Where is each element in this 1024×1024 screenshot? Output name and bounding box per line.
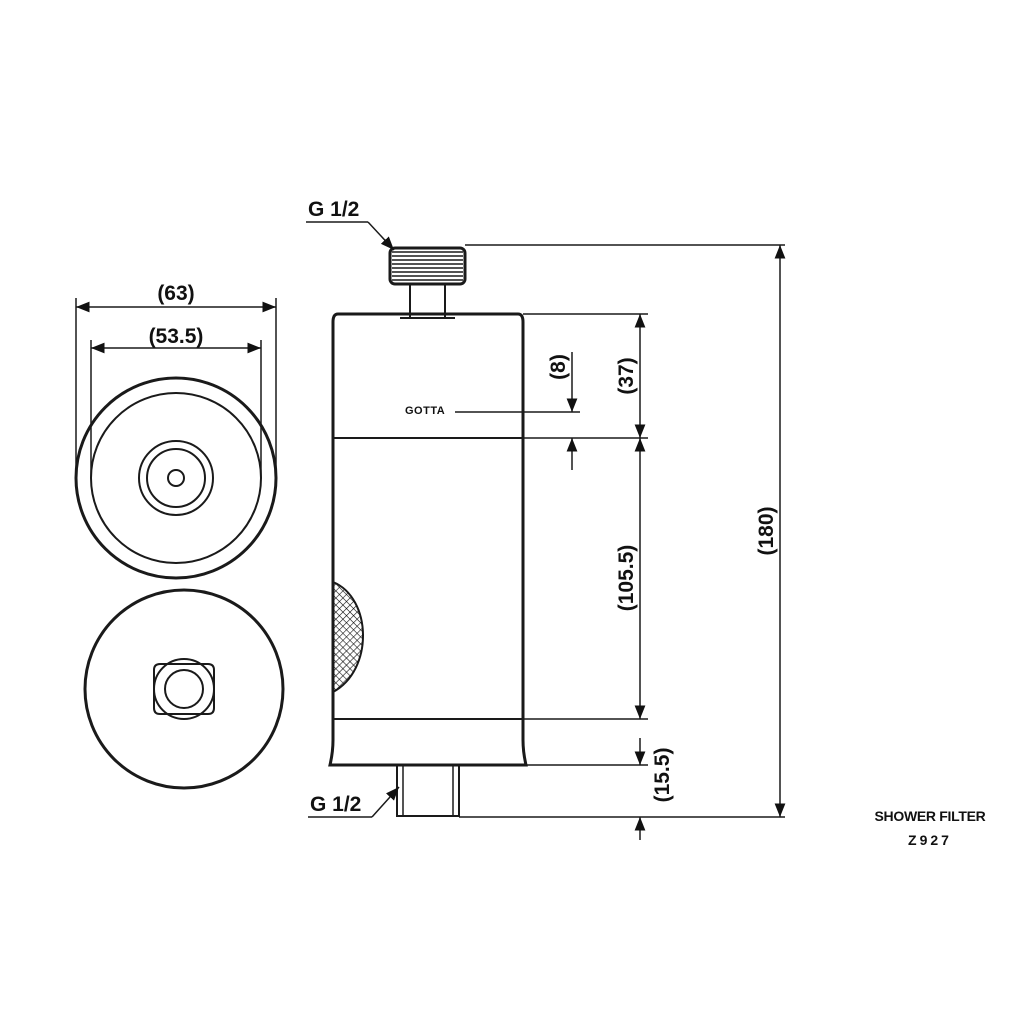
dim-8-label: (8) — [547, 354, 570, 380]
product-name: SHOWER FILTER — [874, 808, 986, 824]
bottom-view-hex-nut — [153, 663, 215, 715]
top-connector-nut — [388, 246, 467, 286]
top-view-inner-ring — [90, 392, 262, 564]
top-view: (63) (53.5) — [74, 282, 278, 580]
top-connector-knurling — [392, 251, 463, 281]
callouts: G 1/2 G 1/2 — [306, 198, 400, 818]
dim-37-label: (37) — [615, 357, 638, 394]
callout-top-leader — [367, 221, 395, 251]
bottom-view — [83, 588, 285, 790]
dim-105-label: (105.5) — [615, 545, 638, 612]
top-view-outer-ring — [74, 376, 278, 580]
callout-bottom-label: G 1/2 — [310, 793, 361, 816]
top-view-nozzle-outer — [138, 440, 214, 516]
product-code: Z927 — [908, 832, 952, 848]
dim-53-label: (53.5) — [149, 325, 204, 348]
callout-top-label: G 1/2 — [308, 198, 359, 221]
dim-180-label: (180) — [755, 506, 778, 555]
dim-63-label: (63) — [157, 282, 194, 305]
top-view-nozzle-mid — [146, 448, 206, 508]
filter-body-outline — [328, 312, 528, 767]
callout-bottom-leader — [371, 786, 400, 818]
side-dimensions: (180) (37) (8) (105.5) (15.5) — [455, 244, 786, 840]
dim-15-label: (15.5) — [651, 748, 674, 803]
bottom-view-thread-outer — [153, 658, 215, 720]
bottom-thread — [396, 764, 460, 817]
bottom-view-outer-ring — [83, 588, 285, 790]
top-view-nozzle-hole — [167, 469, 185, 487]
brand-logo: GOTTA — [405, 405, 445, 417]
side-view: GOTTA — [328, 246, 528, 817]
bottom-view-thread-inner — [164, 669, 204, 709]
grip-knurling — [333, 582, 364, 692]
product-label: SHOWER FILTER Z927 — [860, 808, 1000, 848]
